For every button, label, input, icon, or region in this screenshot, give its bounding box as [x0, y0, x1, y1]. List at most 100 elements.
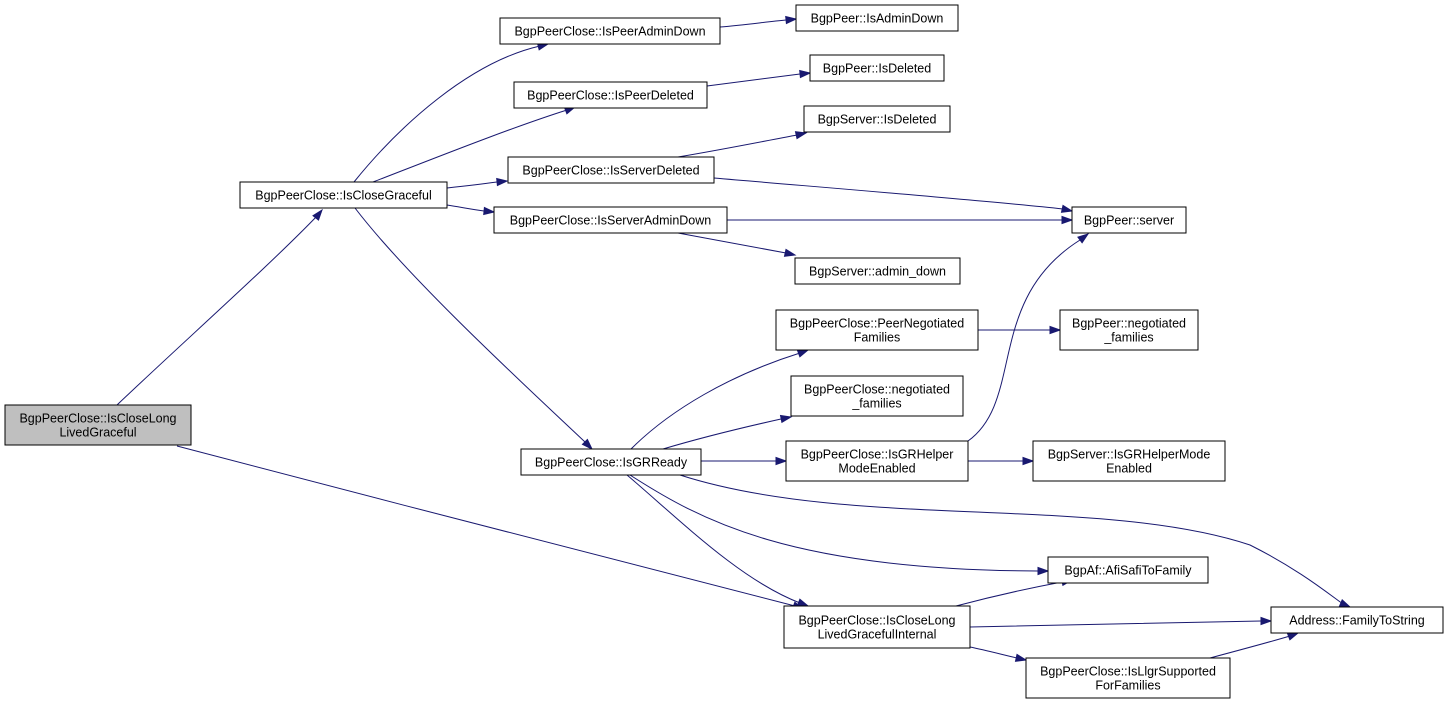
edge-isCloseLongLivedGracefulInternal-to-isLlgrSupportedForFamilies — [969, 646, 1028, 662]
edge-isServerAdminDown-to-bgpPeerServer — [727, 215, 1074, 225]
node-label: BgpPeerClose::IsServerDeleted — [522, 164, 699, 178]
node-box — [775, 309, 979, 351]
node-label: BgpPeerClose::PeerNegotiated — [790, 317, 964, 331]
node-label: _families — [851, 397, 901, 411]
edge-isGRReady-to-afiSafiToFamily — [629, 474, 1050, 576]
node-label: Families — [854, 331, 901, 345]
arrowhead-icon — [799, 69, 812, 79]
node-bgpPeerIsAdminDown[interactable]: BgpPeer::IsAdminDown — [795, 4, 959, 32]
arrowhead-icon — [496, 177, 509, 187]
arrowhead-icon — [312, 208, 323, 221]
edge-isCloseGraceful-to-isServerAdminDown — [446, 204, 496, 216]
arrowhead-icon — [796, 349, 810, 358]
node-box — [795, 4, 959, 32]
node-label: Enabled — [1106, 462, 1152, 476]
arrowhead-icon — [794, 131, 808, 140]
arrowhead-icon — [779, 414, 793, 424]
node-box — [1071, 206, 1187, 234]
arrowhead-icon — [1260, 616, 1273, 626]
node-box — [239, 181, 448, 209]
nodes-layer: BgpPeerClose::IsCloseLongLivedGracefulBg… — [4, 4, 1444, 699]
node-label: BgpPeer::IsDeleted — [823, 62, 931, 76]
node-label: LivedGraceful — [59, 426, 136, 440]
node-label: BgpPeerClose::IsPeerAdminDown — [514, 25, 705, 39]
node-box — [499, 17, 721, 45]
node-label: BgpPeerClose::IsLlgrSupported — [1040, 665, 1216, 679]
node-label: BgpPeerClose::IsCloseLong — [798, 614, 955, 628]
node-box — [1270, 606, 1444, 634]
node-isPeerDeleted[interactable]: BgpPeerClose::IsPeerDeleted — [513, 81, 708, 109]
node-label: BgpPeerClose::IsCloseGraceful — [255, 189, 431, 203]
node-box — [803, 105, 951, 133]
arrowhead-icon — [1338, 598, 1352, 608]
node-box — [520, 448, 702, 476]
node-isPeerAdminDown[interactable]: BgpPeerClose::IsPeerAdminDown — [499, 17, 721, 45]
node-label: BgpServer::IsGRHelperMode — [1048, 448, 1211, 462]
node-label: BgpPeerClose::IsGRHelper — [801, 448, 954, 462]
node-bgpServerAdminDown[interactable]: BgpServer::admin_down — [794, 257, 961, 285]
node-box — [493, 206, 728, 234]
edge-isPeerAdminDown-to-bgpPeerIsAdminDown — [719, 15, 798, 28]
node-label: BgpPeer::server — [1084, 214, 1174, 228]
node-isCloseLongLivedGracefulInternal[interactable]: BgpPeerClose::IsCloseLongLivedGracefulIn… — [783, 605, 971, 649]
arrowhead-icon — [1077, 233, 1090, 244]
node-box — [4, 404, 192, 446]
node-box — [1025, 657, 1231, 699]
node-familyToString[interactable]: Address::FamilyToString — [1270, 606, 1444, 634]
node-label: BgpServer::IsDeleted — [818, 113, 937, 127]
node-label: BgpPeerClose::IsGRReady — [535, 456, 688, 470]
node-box — [794, 257, 961, 285]
node-bgpPeerIsDeleted[interactable]: BgpPeer::IsDeleted — [809, 54, 945, 82]
node-afiSafiToFamily[interactable]: BgpAf::AfiSafiToFamily — [1047, 556, 1209, 584]
node-label: BgpServer::admin_down — [809, 265, 946, 279]
node-bgpServerIsDeleted[interactable]: BgpServer::IsDeleted — [803, 105, 951, 133]
node-label: BgpPeerClose::IsCloseLong — [19, 412, 176, 426]
arrowhead-icon — [783, 248, 797, 257]
node-box — [1032, 440, 1226, 482]
arrowhead-icon — [483, 206, 496, 216]
edge-isGRHelperModeEnabled-to-serverIsGRHelperModeEnabled — [968, 456, 1035, 466]
node-isServerAdminDown[interactable]: BgpPeerClose::IsServerAdminDown — [493, 206, 728, 234]
edge-root-to-isCloseGraceful — [116, 208, 323, 406]
node-label: LivedGracefulInternal — [818, 628, 937, 642]
node-isGRReady[interactable]: BgpPeerClose::IsGRReady — [520, 448, 702, 476]
node-label: BgpPeerClose::IsServerAdminDown — [510, 214, 712, 228]
arrowhead-icon — [775, 456, 788, 466]
edge-isGRReady-to-peerNegotiatedFamilies — [630, 349, 810, 450]
arrowhead-icon — [581, 438, 594, 451]
node-closeNegotiatedFamilies[interactable]: BgpPeerClose::negotiated_families — [790, 375, 964, 417]
node-label: BgpPeer::negotiated — [1072, 317, 1186, 331]
node-box — [1047, 556, 1209, 584]
arrowhead-icon — [1060, 204, 1074, 213]
arrowhead-icon — [796, 598, 810, 607]
node-label: BgpPeerClose::IsPeerDeleted — [527, 89, 694, 103]
node-label: BgpPeerClose::negotiated — [804, 383, 950, 397]
edge-isGRReady-to-closeNegotiatedFamilies — [662, 414, 793, 450]
node-bgpPeerServer[interactable]: BgpPeer::server — [1071, 206, 1187, 234]
arrowhead-icon — [1061, 215, 1074, 225]
node-isCloseGraceful[interactable]: BgpPeerClose::IsCloseGraceful — [239, 181, 448, 209]
node-label: Address::FamilyToString — [1289, 614, 1425, 628]
node-box — [1059, 309, 1199, 351]
node-isServerDeleted[interactable]: BgpPeerClose::IsServerDeleted — [507, 156, 715, 184]
edge-isServerDeleted-to-bgpPeerServer — [713, 177, 1074, 213]
node-bgpPeerNegotiatedFamilies[interactable]: BgpPeer::negotiated_families — [1059, 309, 1199, 351]
arrowhead-icon — [1022, 456, 1035, 466]
edge-isGRReady-to-familyToString — [679, 474, 1352, 608]
node-box — [785, 440, 969, 482]
edge-isLlgrSupportedForFamilies-to-familyToString — [1209, 632, 1300, 659]
edge-isCloseGraceful-to-isServerDeleted — [446, 177, 509, 189]
node-label: BgpPeer::IsAdminDown — [811, 12, 944, 26]
edge-isServerAdminDown-to-bgpServerAdminDown — [677, 232, 797, 257]
arrowhead-icon — [1014, 653, 1028, 662]
node-box — [507, 156, 715, 184]
edge-isPeerDeleted-to-bgpPeerIsDeleted — [706, 69, 812, 87]
edge-root-to-isCloseLongLivedGracefulInternal — [176, 445, 805, 610]
node-label: BgpAf::AfiSafiToFamily — [1064, 564, 1192, 578]
